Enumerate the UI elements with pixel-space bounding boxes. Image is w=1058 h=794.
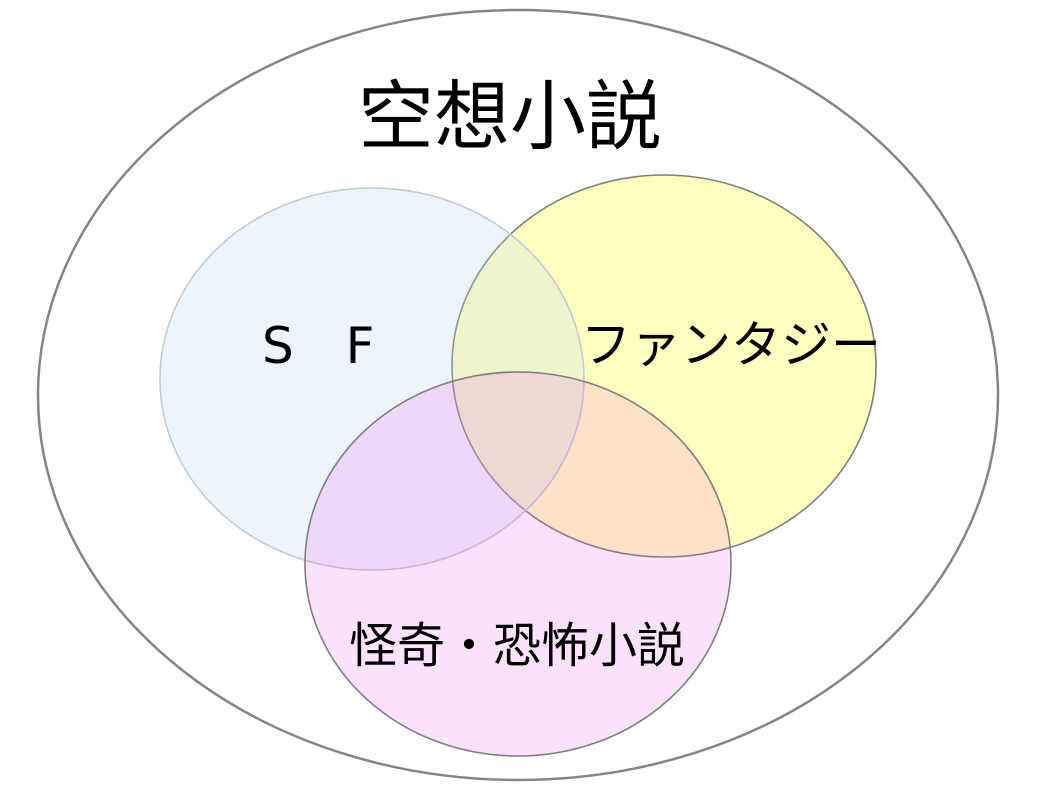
horror-circle [304,371,732,757]
horror-circle-group [304,371,732,757]
outer-set-label: 空想小説 [358,72,662,161]
labels: 空想小説 S F ファンタジー 怪奇・恐怖小説 [262,72,881,674]
fantasy-label: ファンタジー [581,316,881,374]
outer-set-group [36,8,1000,782]
fantasy-circle [451,174,877,558]
sf-label: S F [262,317,392,375]
outer-set-ellipse [36,8,1000,782]
sf-circle [159,187,585,571]
sf-circle-group [159,187,585,571]
fantasy-circle-group [451,174,877,558]
horror-label: 怪奇・恐怖小説 [349,618,685,674]
